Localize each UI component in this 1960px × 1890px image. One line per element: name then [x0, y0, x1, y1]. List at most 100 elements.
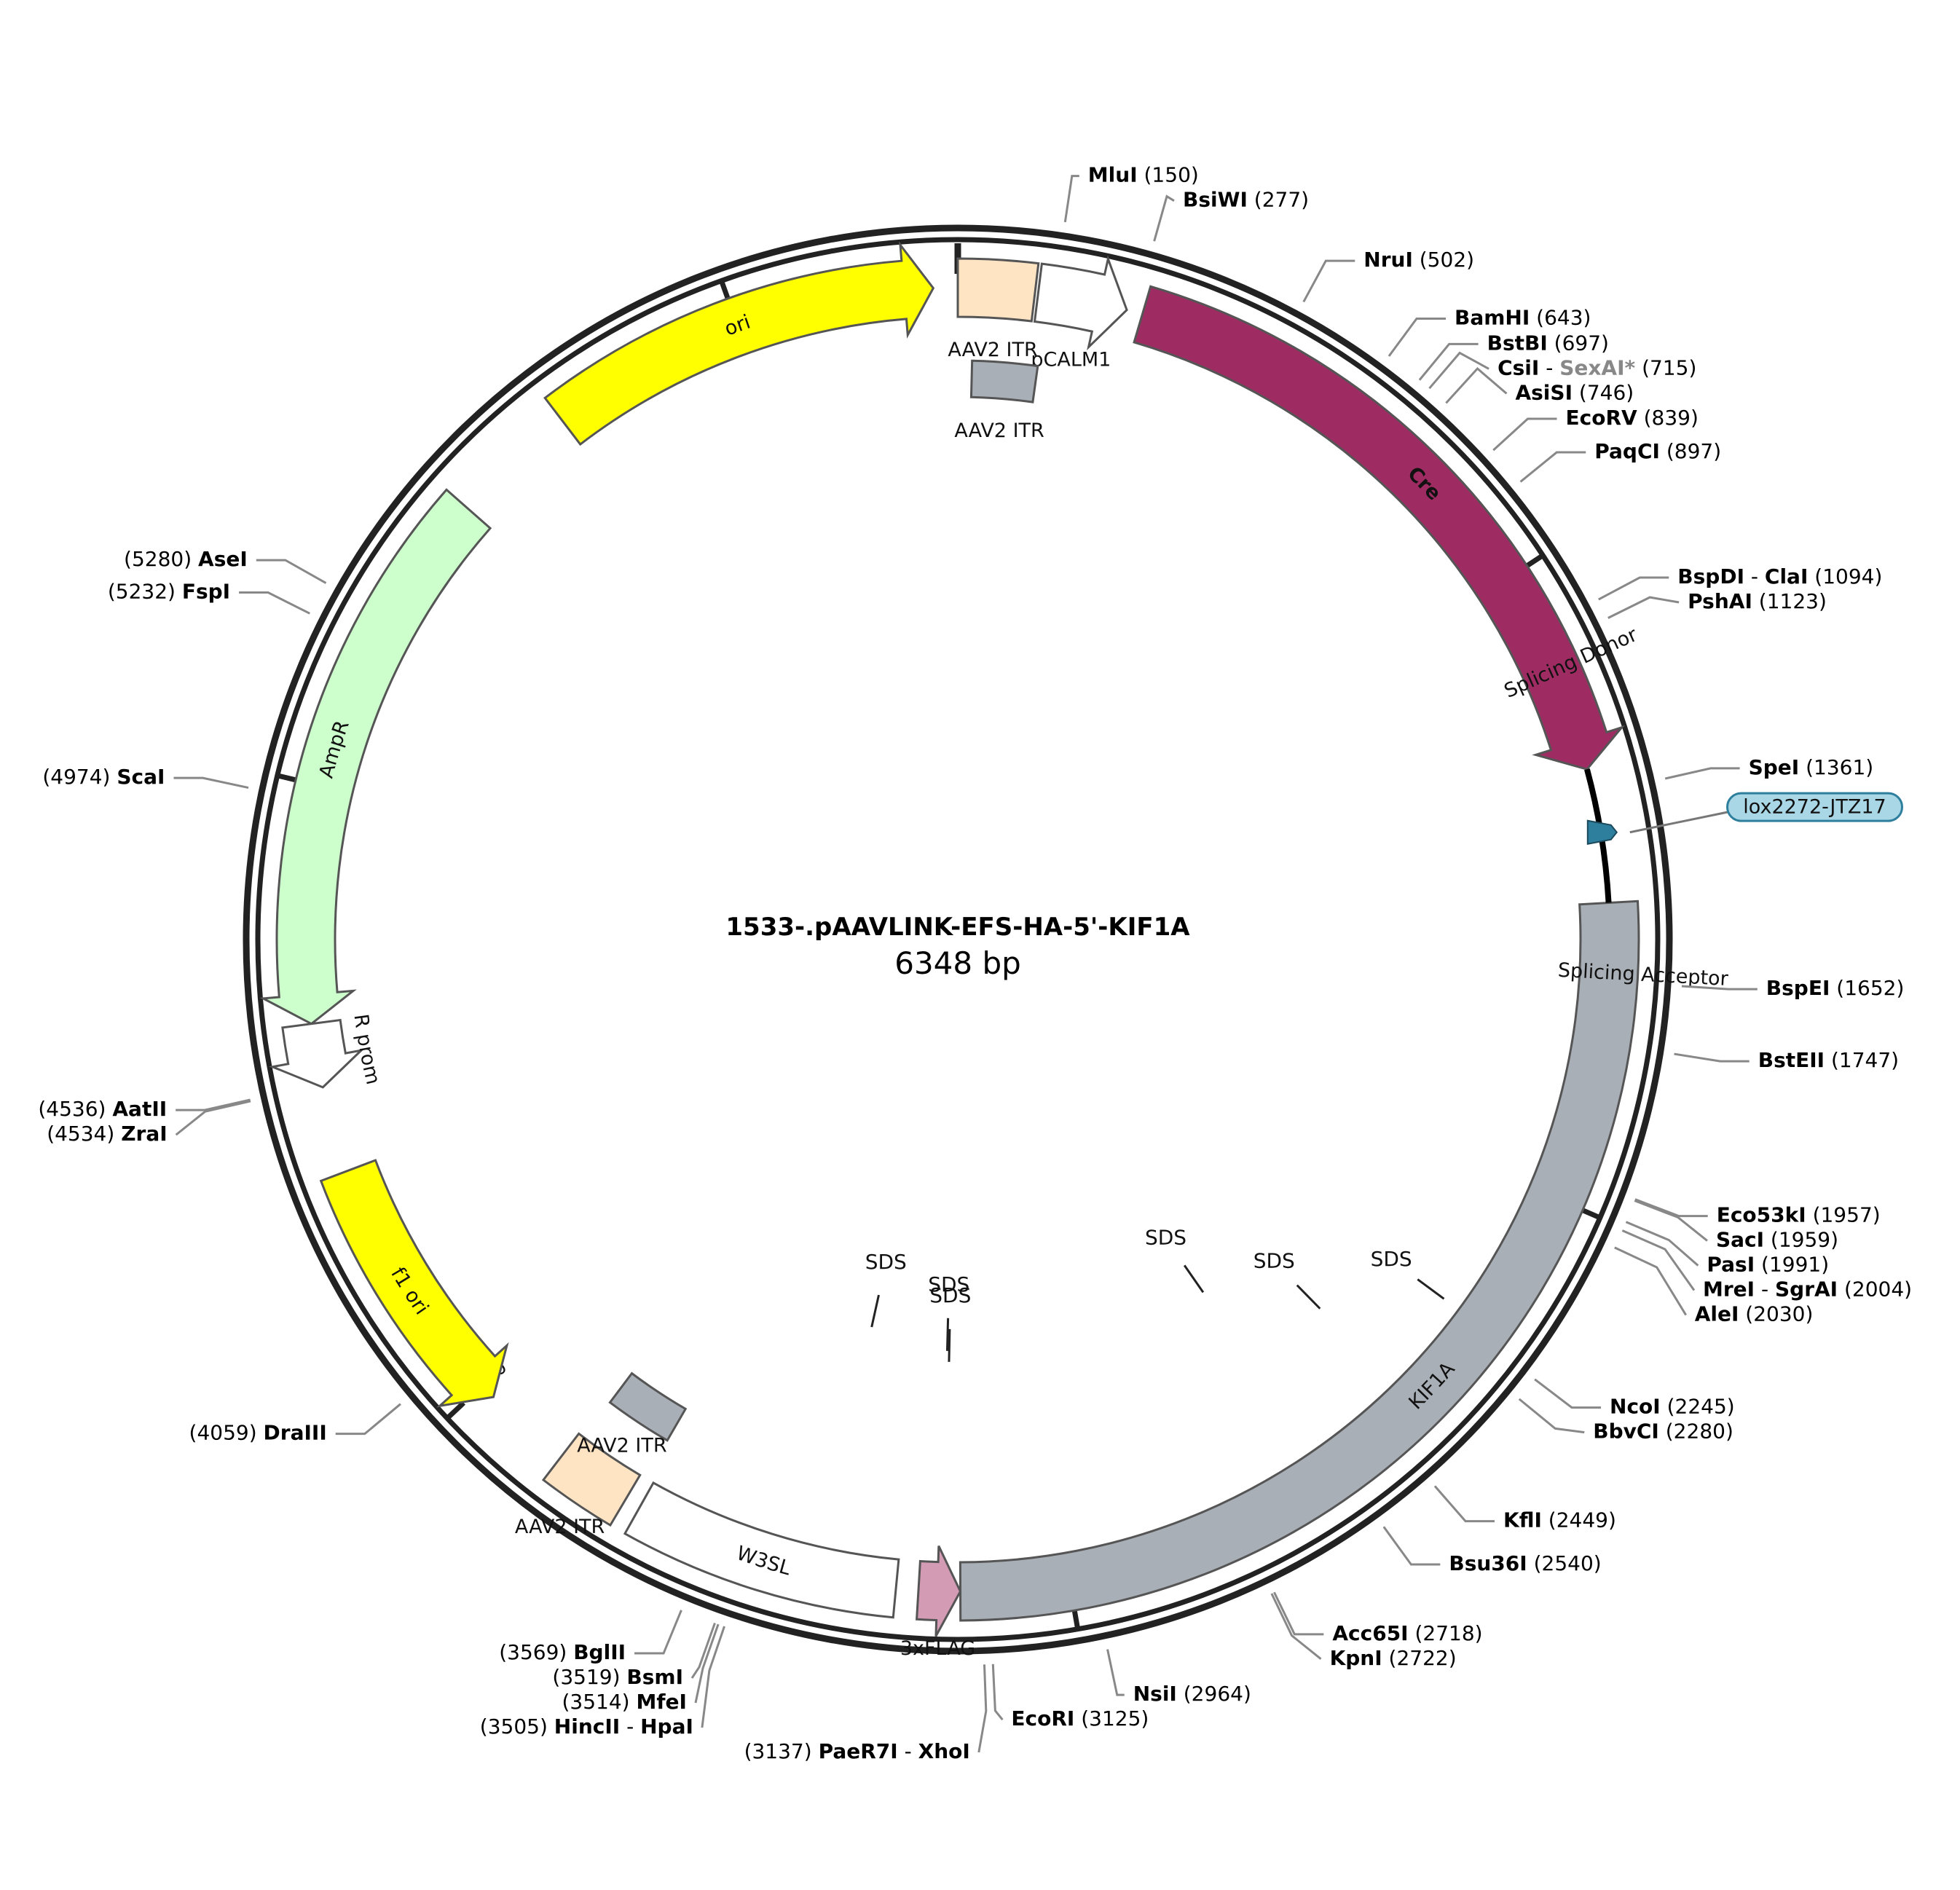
site-label-part: -: [1744, 564, 1765, 588]
site-label: BstBI (697): [1487, 331, 1609, 355]
site-bstbi-697[interactable]: BstBI (697): [1418, 331, 1609, 381]
feature-shape: [623, 1481, 900, 1619]
site-bspei-1652[interactable]: BspEI (1652): [1681, 976, 1904, 1000]
feature-shape: [956, 257, 1040, 323]
site-label-part: NsiI: [1133, 1682, 1177, 1706]
site-leader: [1681, 985, 1758, 991]
feature-aav2-itr-3prime[interactable]: AAV2 ITR: [515, 1432, 642, 1538]
site-ncoi-2245[interactable]: NcoI (2245): [1534, 1378, 1735, 1419]
site-nrui-502[interactable]: NruI (502): [1302, 248, 1474, 303]
site-label-part: MluI: [1088, 163, 1138, 187]
site-label-part: (2722): [1382, 1646, 1457, 1670]
site-label: MluI (150): [1088, 163, 1199, 187]
feature-3xflag[interactable]: 3xFLAG: [900, 1545, 975, 1661]
feature-ori[interactable]: ori: [543, 241, 935, 446]
feature-ampr[interactable]: AmpR: [259, 488, 492, 1025]
feature-aav2-itr[interactable]: AAV2 ITR: [948, 257, 1040, 361]
feature-label: AAV2 ITR: [948, 339, 1037, 361]
site-3569-bglii[interactable]: (3569) BglII: [499, 1610, 682, 1664]
site-leader: [1674, 1052, 1750, 1063]
site-label-part: BbvCI: [1593, 1420, 1659, 1444]
site-4534-zrai[interactable]: (4534) ZraI: [47, 1100, 251, 1146]
site-3514-mfei[interactable]: (3514) MfeI: [562, 1623, 720, 1714]
site-leader: [1153, 194, 1175, 242]
site-bbvci-2280[interactable]: BbvCI (2280): [1518, 1398, 1733, 1444]
site-asisi-746[interactable]: AsiSI (746): [1445, 366, 1634, 404]
site-acc65i-2718[interactable]: Acc65I (2718): [1273, 1591, 1483, 1645]
site-label-part: (1361): [1799, 755, 1873, 779]
site-label-part: (3514): [562, 1690, 637, 1714]
site-label-part: EcoRV: [1566, 406, 1638, 430]
site-eco53ki-1957[interactable]: Eco53kI (1957): [1634, 1198, 1881, 1227]
site-label: AleI (2030): [1695, 1302, 1814, 1326]
site-leader: [694, 1623, 720, 1704]
site-3137-paer7i-xhoi[interactable]: (3137) PaeR7I - XhoI: [744, 1664, 988, 1763]
site-label-part: (3125): [1074, 1706, 1149, 1730]
site-label-part: (5232): [108, 580, 182, 604]
site-alei-2030[interactable]: AleI (2030): [1614, 1246, 1814, 1326]
sds-mark: [948, 1328, 951, 1362]
site-4059-draiii[interactable]: (4059) DraIII: [189, 1403, 401, 1445]
site-ecorv-839[interactable]: EcoRV (839): [1492, 406, 1699, 452]
site-bsteii-1747[interactable]: BstEII (1747): [1674, 1048, 1900, 1072]
site-leader: [1428, 351, 1489, 390]
site-bsu36i-2540[interactable]: Bsu36I (2540): [1382, 1526, 1602, 1575]
site-bamhi-643[interactable]: BamHI (643): [1388, 306, 1591, 357]
feature-label: pCALM1: [1031, 349, 1111, 371]
site-label-part: (643): [1530, 306, 1591, 330]
site-label: (4536) AatII: [38, 1097, 167, 1121]
site-leader: [1273, 1591, 1324, 1636]
backbone-inner-strand: [255, 237, 1661, 1642]
site-label: CsiI - SexAI* (715): [1497, 355, 1696, 379]
site-csii-sexai-715[interactable]: CsiI - SexAI* (715): [1428, 351, 1696, 390]
site-kfli-2449[interactable]: KflI (2449): [1433, 1485, 1616, 1532]
sds-mark: [945, 1318, 950, 1351]
site-pasi-1991[interactable]: PasI (1991): [1625, 1221, 1829, 1277]
site-leader: [1302, 259, 1355, 303]
site-mlui-150[interactable]: MluI (150): [1063, 163, 1199, 223]
lox-site[interactable]: lox2272-JTZ17: [1586, 792, 1904, 845]
site-label-part: (277): [1248, 188, 1309, 212]
site-label: (3519) BsmI: [552, 1665, 683, 1689]
site-kpni-2722[interactable]: KpnI (2722): [1270, 1593, 1457, 1670]
sds-label: SDS: [929, 1283, 971, 1307]
feature-aav2-itr-inner-bottom[interactable]: AAV2 ITR: [577, 1371, 688, 1457]
center-title: 1533-.pAAVLINK-EFS-HA-5'-KIF1A 6348 bp: [725, 913, 1190, 981]
feature-kif1a[interactable]: KIF1A: [959, 899, 1640, 1622]
site-label: BspDI - ClaI (1094): [1677, 564, 1882, 588]
feature-pcalm1[interactable]: pCALM1: [1031, 255, 1128, 371]
site-pshai-1123[interactable]: PshAI (1123): [1607, 589, 1827, 619]
site-label-part: BstBI: [1487, 331, 1548, 355]
feature-w3sl[interactable]: W3SL: [623, 1481, 900, 1619]
feature-aav2-itr-inner-top[interactable]: AAV2 ITR: [954, 359, 1044, 442]
site-label-part: (4536): [38, 1097, 112, 1121]
sds-label: SDS: [865, 1250, 907, 1274]
site-leader: [701, 1626, 725, 1728]
site-leader: [1634, 1198, 1708, 1218]
site-4536-aatii[interactable]: (4536) AatII: [38, 1097, 251, 1121]
sds-mark: [1417, 1278, 1445, 1300]
feature-f1-ori[interactable]: f1 ori: [319, 1159, 509, 1408]
site-label-part: (4974): [42, 765, 117, 789]
site-5232-fspi[interactable]: (5232) FspI: [108, 580, 310, 615]
site-ecori-3125[interactable]: EcoRI (3125): [991, 1663, 1149, 1730]
site-3519-bsmi[interactable]: (3519) BsmI: [552, 1622, 716, 1689]
site-bspdi-clai-1094[interactable]: BspDI - ClaI (1094): [1598, 564, 1883, 601]
site-label-part: -: [620, 1714, 640, 1739]
site-label-part: (1094): [1808, 564, 1882, 588]
site-nsii-2964[interactable]: NsiI (2964): [1106, 1649, 1251, 1706]
site-bsiwi-277[interactable]: BsiWI (277): [1153, 188, 1309, 242]
site-label: Bsu36I (2540): [1449, 1551, 1601, 1575]
site-mrei-sgrai-2004[interactable]: MreI - SgrAI (2004): [1621, 1229, 1912, 1302]
site-saci-1959[interactable]: SacI (1959): [1634, 1200, 1838, 1252]
feature-label: 3xFLAG: [900, 1637, 975, 1660]
site-3505-hincii-hpai[interactable]: (3505) HincII - HpaI: [480, 1626, 725, 1739]
site-5280-asei[interactable]: (5280) AseI: [124, 547, 327, 584]
site-spei-1361[interactable]: SpeI (1361): [1664, 755, 1873, 780]
site-label-part: -: [1539, 355, 1559, 379]
site-paqci-897[interactable]: PaqCI (897): [1519, 439, 1722, 483]
site-4974-scai[interactable]: (4974) ScaI: [42, 765, 249, 789]
sds-label: SDS: [928, 1272, 969, 1296]
lox-marker: [1586, 819, 1618, 845]
